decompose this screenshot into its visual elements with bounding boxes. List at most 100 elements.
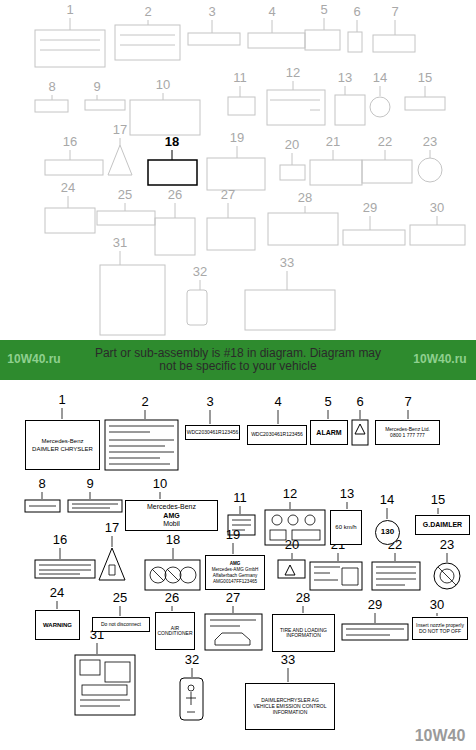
callout-number: 21 [326,135,340,149]
callout-number: 20 [285,138,299,152]
callout-number: 19 [230,131,244,145]
sticker-text: Do not disconnect [101,622,141,628]
callout-number: 9 [86,477,93,491]
callout-number: 23 [423,135,437,149]
label-sticker: G.DAIMLER [415,515,470,535]
callout-number: 6 [356,395,363,409]
sticker-text: WDC2030461R123456 [187,430,239,436]
label-sticker: Mercedes-BenzAMGMobil [125,500,218,531]
label-sticker: DAIMLERCHRYSLER AGVEHICLE EMISSION CONTR… [245,683,335,730]
sticker-text: TIRE AND LOADING INFORMATION [275,628,332,639]
callout-number: 9 [93,80,100,94]
sticker-text: 130 [381,528,394,537]
sticker-text: WARNING [43,622,72,629]
sticker-text: Mercedes-Benz [147,503,196,511]
sticker-text: AIR CONDITIONER [158,626,193,637]
callout-number: 16 [63,135,77,149]
sticker-text: WDC2030461R123456 [251,432,303,438]
callout-number: 26 [168,188,182,202]
callout-number: 33 [280,256,294,270]
sticker-text: Mercedes-Benz [41,438,83,445]
callout-number: 14 [373,71,387,85]
callout-number: 1 [66,3,73,17]
sticker-text: Insert nozzle properly [416,623,464,629]
label-sticker: ALARM [310,420,348,445]
label-sticker: WDC2030461R123456 [247,425,307,445]
callout-number: 28 [296,591,310,605]
sticker-text: DAIMLERCHRYSLER AG [261,698,319,704]
callout-number: 13 [338,71,352,85]
callout-number: 4 [268,5,275,19]
watermark: 10W40 [415,727,466,745]
callout-number: 5 [324,395,331,409]
callout-number: 2 [141,395,148,409]
label-sticker: Insert nozzle properlyDO NOT TOP OFF [412,617,468,640]
callout-number: 12 [283,487,297,501]
callout-number: 7 [404,395,411,409]
callout-number: 24 [50,586,64,600]
callout-number: 6 [353,5,360,19]
callout-number: 26 [165,591,179,605]
callout-number: 23 [440,538,454,552]
sticker-text: VEHICLE EMISSION CONTROL INFORMATION [248,704,332,715]
callout-number: 16 [53,533,67,547]
sticker-text: Mobil [163,520,180,528]
callout-number: 4 [274,395,281,409]
callout-number: 15 [431,493,445,507]
callout-number: 27 [226,591,240,605]
sticker-text: AMG00147FF123465 [213,579,257,584]
sticker-text: G.DAIMLER [423,521,462,529]
callout-number: 25 [118,188,132,202]
callout-number: 15 [418,71,432,85]
label-sticker: 60 km/h [330,510,362,545]
callout-number: 1 [58,393,65,407]
callout-number: 11 [233,491,247,505]
label-sticker: Mercedes-Benz Ltd.0800 1 777 777 [375,420,440,445]
label-sticker: Do not disconnect [92,617,150,632]
sticker-text: Mercedes-AMG GmbH Affalterbach Germany [208,567,262,577]
callout-number: 22 [378,135,392,149]
round-sticker: 130 [375,520,400,545]
callout-number: 13 [340,487,354,501]
label-sticker: AIR CONDITIONER [155,612,195,650]
sticker-text: 60 km/h [335,524,356,531]
callout-number: 30 [430,598,444,612]
callout-number: 29 [363,201,377,215]
callout-number: 30 [430,201,444,215]
sticker-text: AMG [163,512,179,520]
callout-number: 14 [380,493,394,507]
label-sticker: WARNING [35,610,80,640]
callout-number: 31 [113,236,127,250]
sticker-text: ALARM [316,429,341,437]
callout-number: 3 [206,395,213,409]
callout-number: 7 [391,5,398,19]
callout-number: 19 [226,528,240,542]
callout-number: 27 [221,188,235,202]
callout-number: 3 [208,5,215,19]
sticker-text: DAIMLER CHRYSLER [32,446,93,453]
callout-number: 8 [38,477,45,491]
callout-number: 29 [368,598,382,612]
sticker-text: 0800 1 777 777 [390,433,425,439]
callout-number: 28 [298,191,312,205]
sticker-text: AMG [230,561,241,566]
label-sticker: TIRE AND LOADING INFORMATION [272,614,335,652]
callout-number: 17 [113,123,127,137]
callout-number: 17 [105,521,119,535]
callout-number: 33 [281,653,295,667]
label-sticker: AMGMercedes-AMG GmbH Affalterbach German… [205,555,265,590]
callout-number: 24 [61,181,75,195]
banner-text: Part or sub-assembly is #18 in diagram. … [88,347,388,373]
callout-number: 10 [153,477,167,491]
watermark: 10W40.ru [413,353,466,366]
callout-number: 32 [185,653,199,667]
label-sticker: Mercedes-BenzDAIMLER CHRYSLER [25,420,100,470]
label-sticker: WDC2030461R123456 [185,425,240,440]
watermark: 10W40.ru [7,353,60,366]
sticker-text: DO NOT TOP OFF [419,629,461,635]
sticker-text: Mercedes-Benz Ltd. [385,427,430,433]
callout-number: 20 [285,538,299,552]
callout-number: 18 [165,135,179,149]
callout-number: 11 [233,71,247,85]
